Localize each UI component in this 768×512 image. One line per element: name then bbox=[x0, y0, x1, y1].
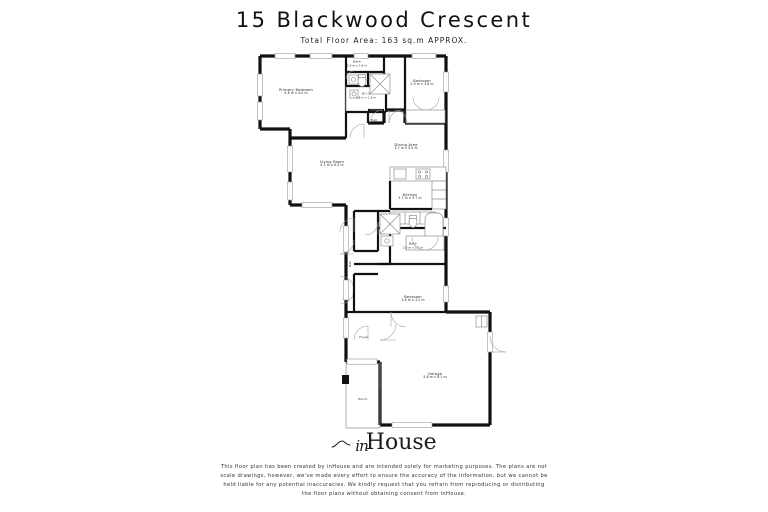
upper-wing-interior bbox=[344, 56, 446, 139]
swash-flourish-icon bbox=[331, 433, 353, 448]
kitchen-fittings bbox=[388, 166, 447, 225]
bedroom-rear-fittings bbox=[352, 272, 446, 328]
lower-service-block bbox=[339, 209, 446, 305]
floorplan-drawing: .w { stroke:#111; stroke-width:3.2; fill… bbox=[250, 50, 520, 432]
inhouse-logo: inHouse bbox=[331, 430, 437, 455]
foyer-porch bbox=[342, 310, 397, 384]
page-title: 15 Blackwood Crescent bbox=[235, 8, 533, 32]
total-floor-area: Total Floor Area: 163 sq.m APPROX. bbox=[300, 36, 468, 46]
garage-fittings bbox=[379, 315, 507, 390]
logo-in-text: in bbox=[355, 437, 369, 455]
header: 15 Blackwood Crescent Total Floor Area: … bbox=[0, 0, 768, 45]
windows bbox=[257, 52, 493, 428]
floorplan-svg: .w { stroke:#111; stroke-width:3.2; fill… bbox=[250, 50, 520, 432]
logo-house-text: House bbox=[365, 430, 437, 455]
footer: inHouse This floor plan has been created… bbox=[0, 432, 768, 499]
disclaimer-text: This floor plan has been created by inHo… bbox=[220, 464, 548, 498]
